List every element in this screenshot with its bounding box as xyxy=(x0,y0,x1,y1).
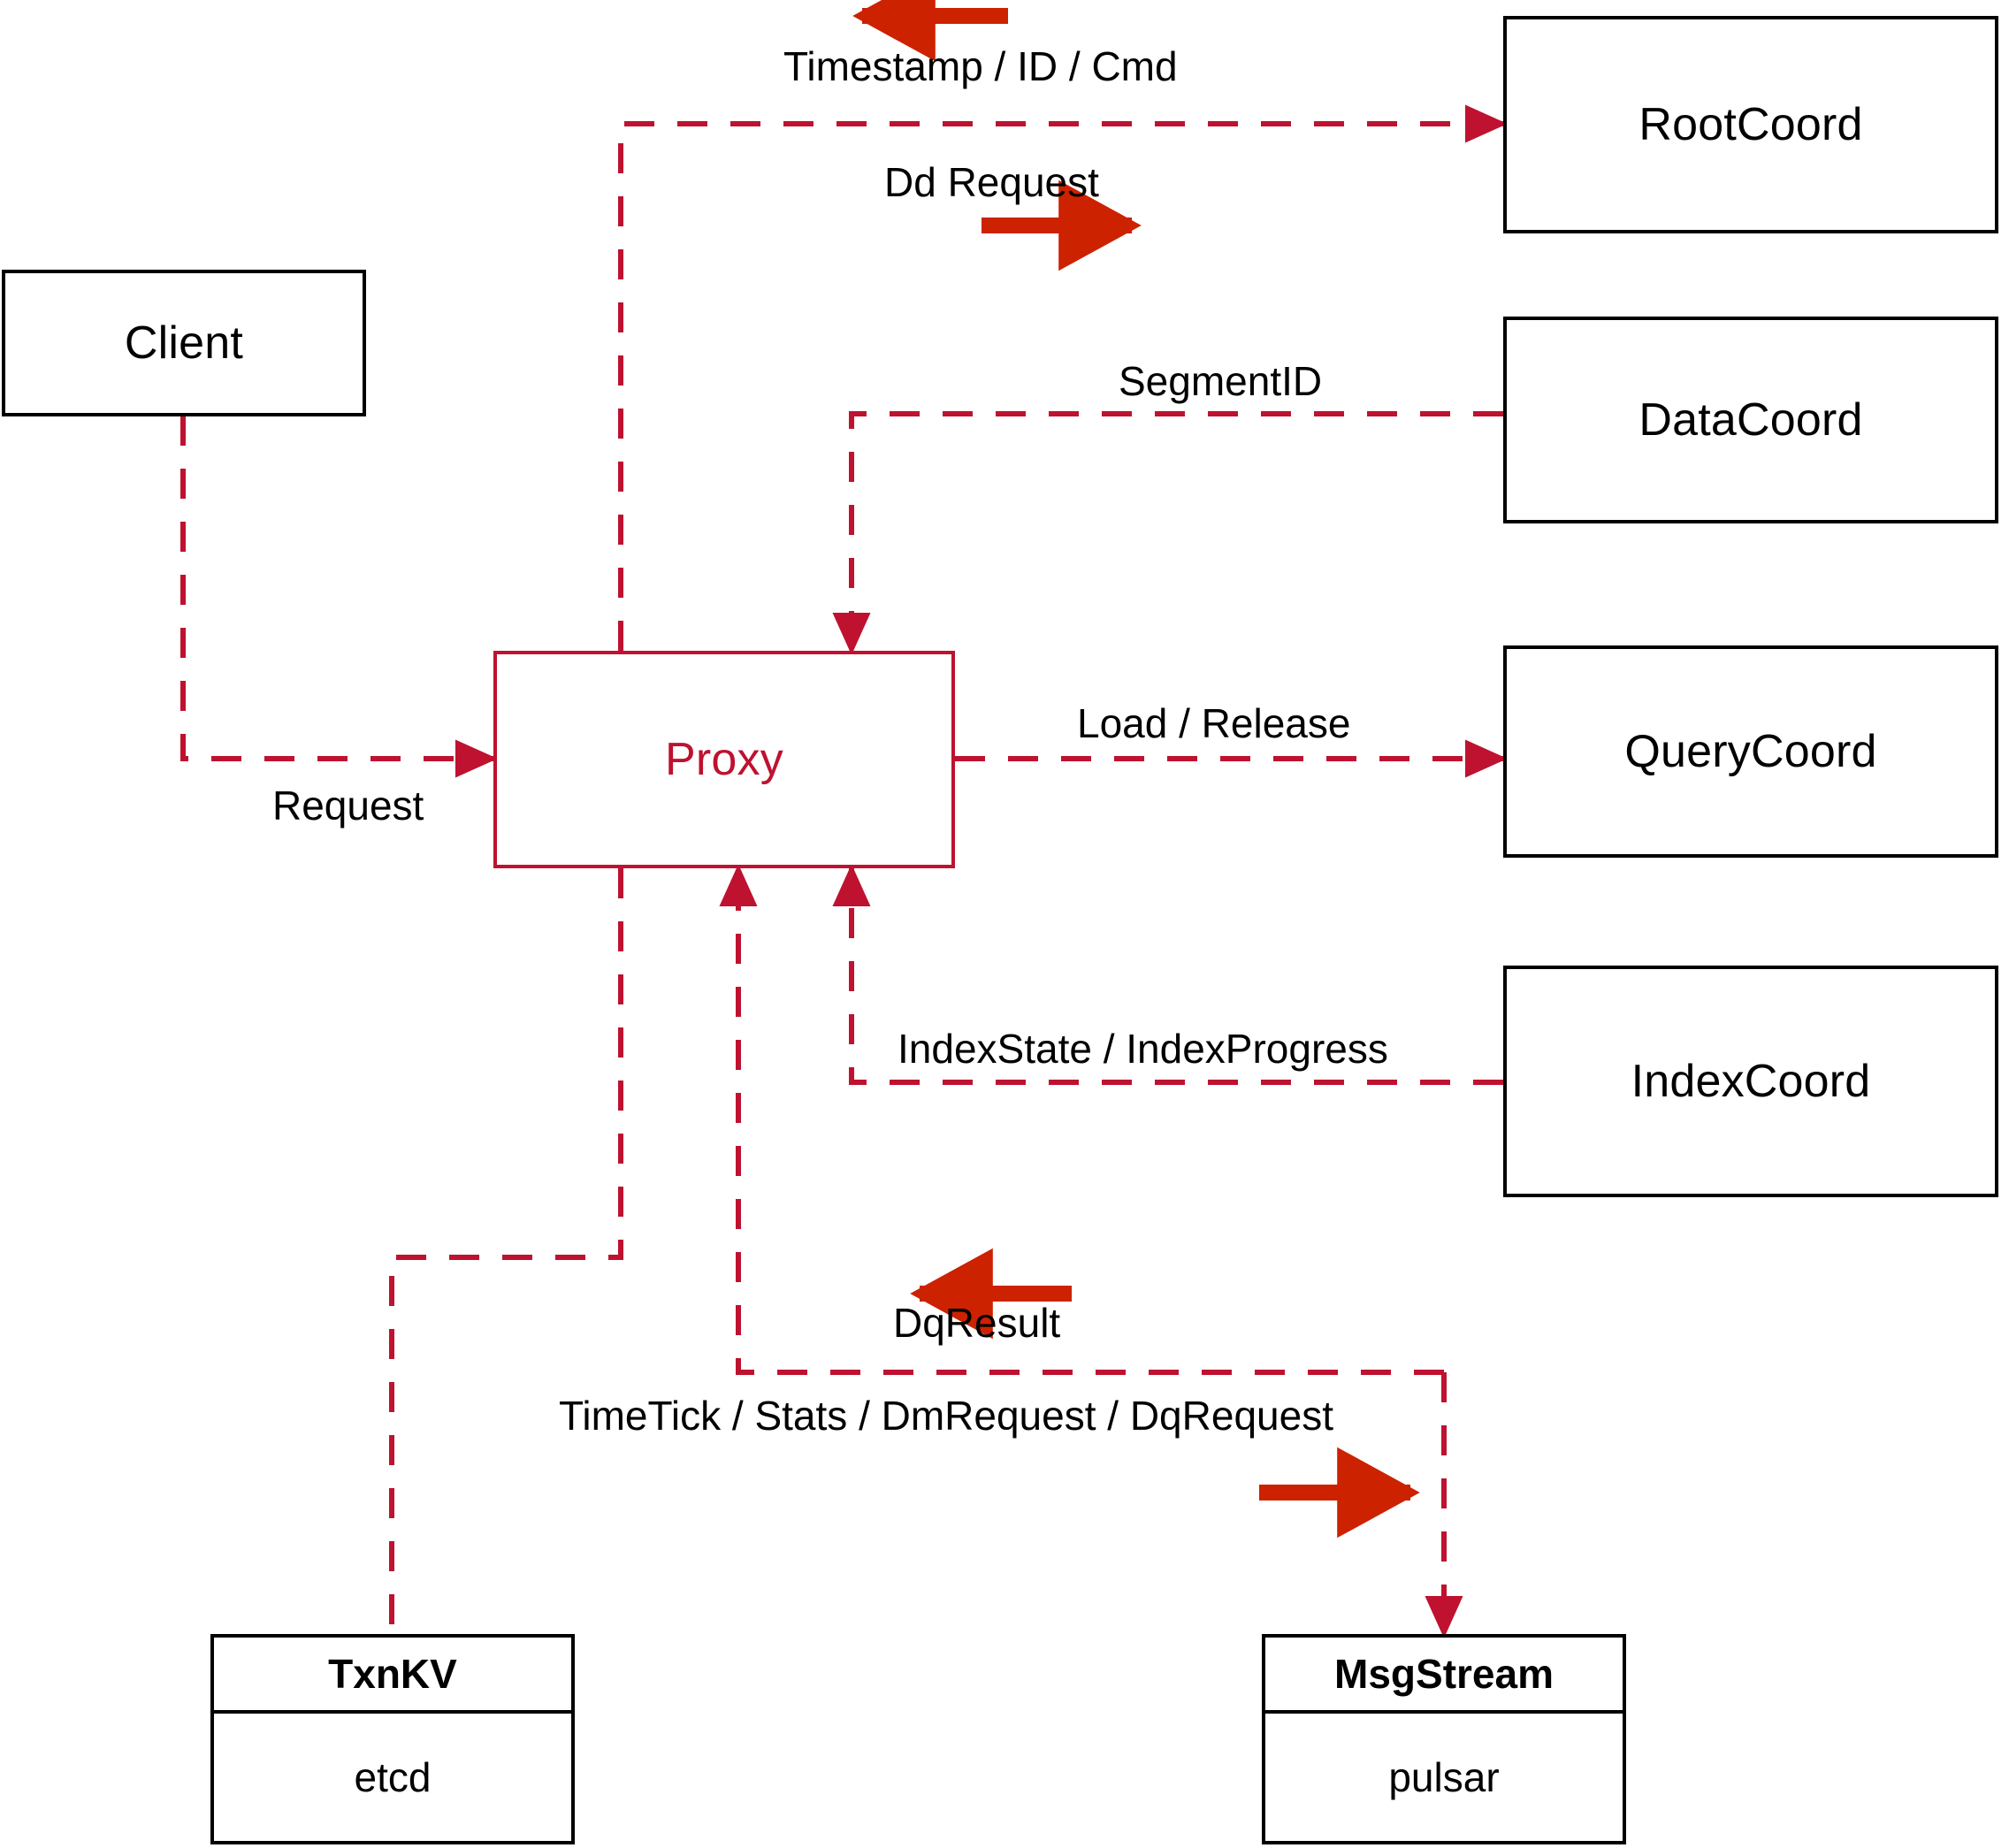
edge-label-dq-result: DqResult xyxy=(893,1300,1061,1346)
node-client[interactable]: Client xyxy=(2,270,366,416)
node-indexcoord[interactable]: IndexCoord xyxy=(1503,966,1998,1197)
node-indexcoord-label: IndexCoord xyxy=(1631,1056,1871,1107)
edge-label-timetick-stats-dm-dq: TimeTick / Stats / DmRequest / DqRequest xyxy=(559,1393,1333,1439)
node-datacoord[interactable]: DataCoord xyxy=(1503,317,1998,523)
edge-segment-id-path xyxy=(832,411,1503,655)
node-txnkv-header: TxnKV xyxy=(214,1638,571,1714)
edge-label-load-release: Load / Release xyxy=(1077,700,1351,746)
edge-proxy-txnkv-path xyxy=(389,868,623,1634)
edge-label-index-state-progress: IndexState / IndexProgress xyxy=(898,1026,1388,1072)
node-rootcoord[interactable]: RootCoord xyxy=(1503,16,1998,233)
edge-request-path xyxy=(180,416,498,778)
node-querycoord[interactable]: QueryCoord xyxy=(1503,645,1998,858)
edge-dq-result-path xyxy=(719,864,1444,1375)
edge-label-dd-request: Dd Request xyxy=(884,159,1099,205)
node-datacoord-label: DataCoord xyxy=(1639,394,1863,446)
node-proxy[interactable]: Proxy xyxy=(493,651,955,868)
node-txnkv[interactable]: TxnKV etcd xyxy=(210,1634,575,1844)
edge-label-segment-id: SegmentID xyxy=(1119,358,1323,404)
node-client-label: Client xyxy=(124,317,244,369)
edge-label-timestamp-id-cmd: Timestamp / ID / Cmd xyxy=(783,43,1178,89)
node-msgstream[interactable]: MsgStream pulsar xyxy=(1262,1634,1626,1844)
node-rootcoord-label: RootCoord xyxy=(1639,99,1863,150)
node-querycoord-label: QueryCoord xyxy=(1624,726,1877,777)
node-msgstream-body: pulsar xyxy=(1388,1754,1500,1800)
node-msgstream-header: MsgStream xyxy=(1265,1638,1623,1714)
node-txnkv-body: etcd xyxy=(354,1754,432,1800)
node-proxy-label: Proxy xyxy=(665,734,783,785)
edge-label-request: Request xyxy=(272,783,424,829)
